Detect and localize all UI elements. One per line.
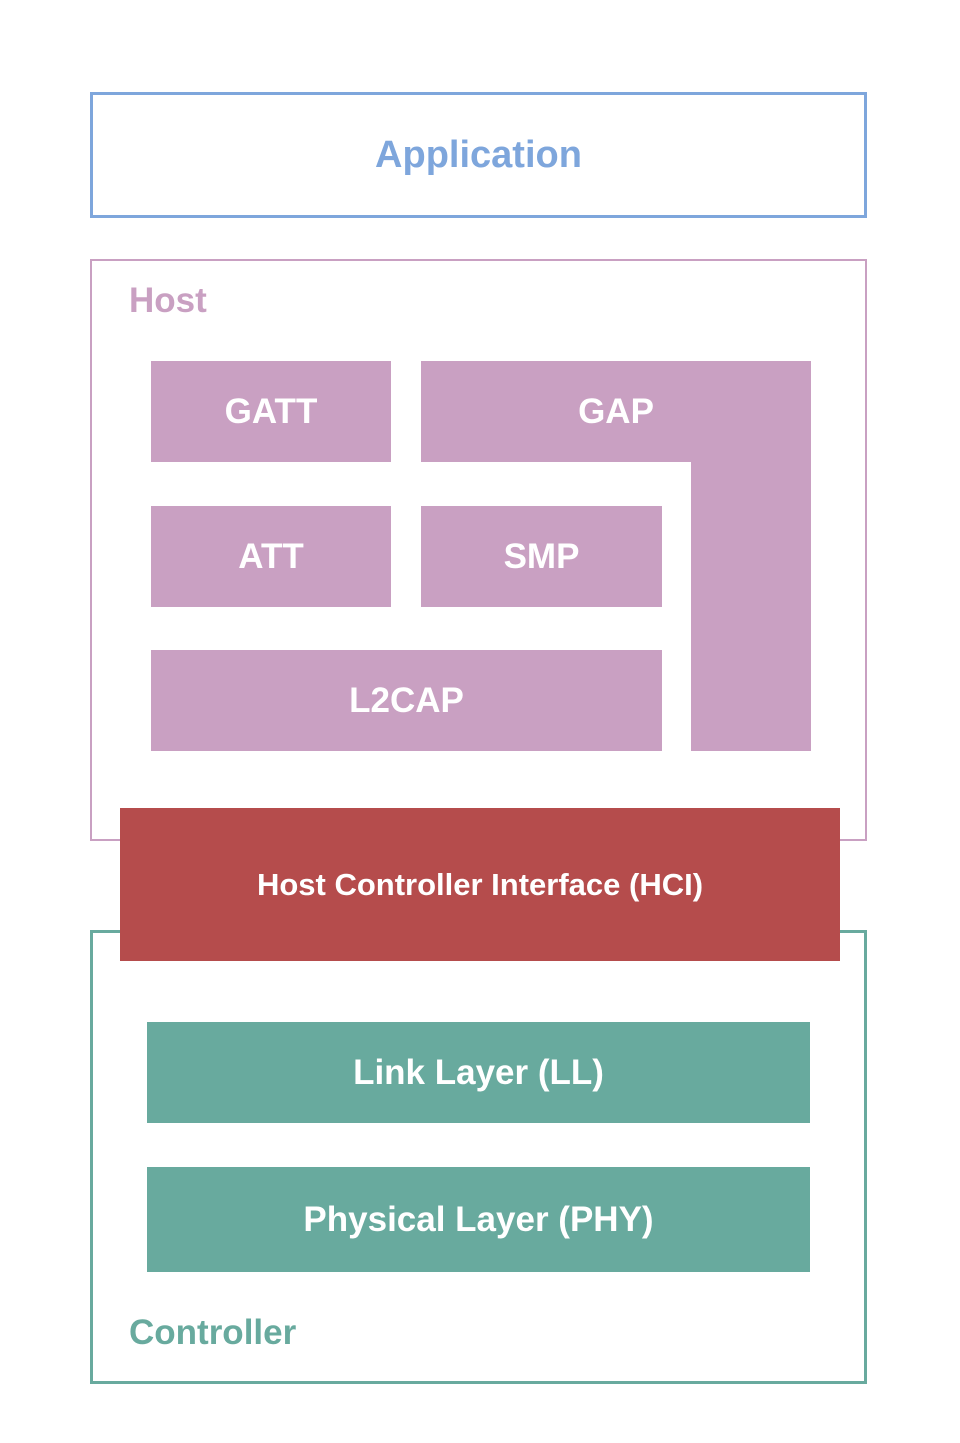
gap-arm-top [421,361,811,462]
host-title: Host [129,281,207,320]
controller-title: Controller [129,1313,297,1352]
gap-arm-right [691,462,811,751]
host-block-gap: GAP [421,361,811,751]
hci-bar: Host Controller Interface (HCI) [120,808,840,961]
application-box [90,92,867,218]
host-block-gap-label: GAP [578,391,654,431]
controller-block-link-layer: Link Layer (LL) [147,1022,810,1123]
host-block-gatt: GATT [151,361,391,462]
host-block-smp: SMP [421,506,662,607]
application-label: Application [375,133,582,176]
controller-block-phy: Physical Layer (PHY) [147,1167,810,1272]
host-block-att: ATT [151,506,391,607]
host-block-l2cap: L2CAP [151,650,662,751]
